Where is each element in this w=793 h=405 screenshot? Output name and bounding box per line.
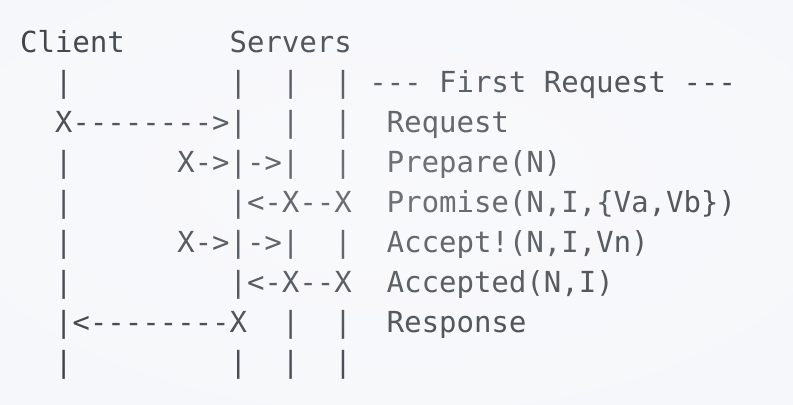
paxos-sequence-diagram-text: Client Servers | | | | --- First Request…	[20, 25, 736, 379]
